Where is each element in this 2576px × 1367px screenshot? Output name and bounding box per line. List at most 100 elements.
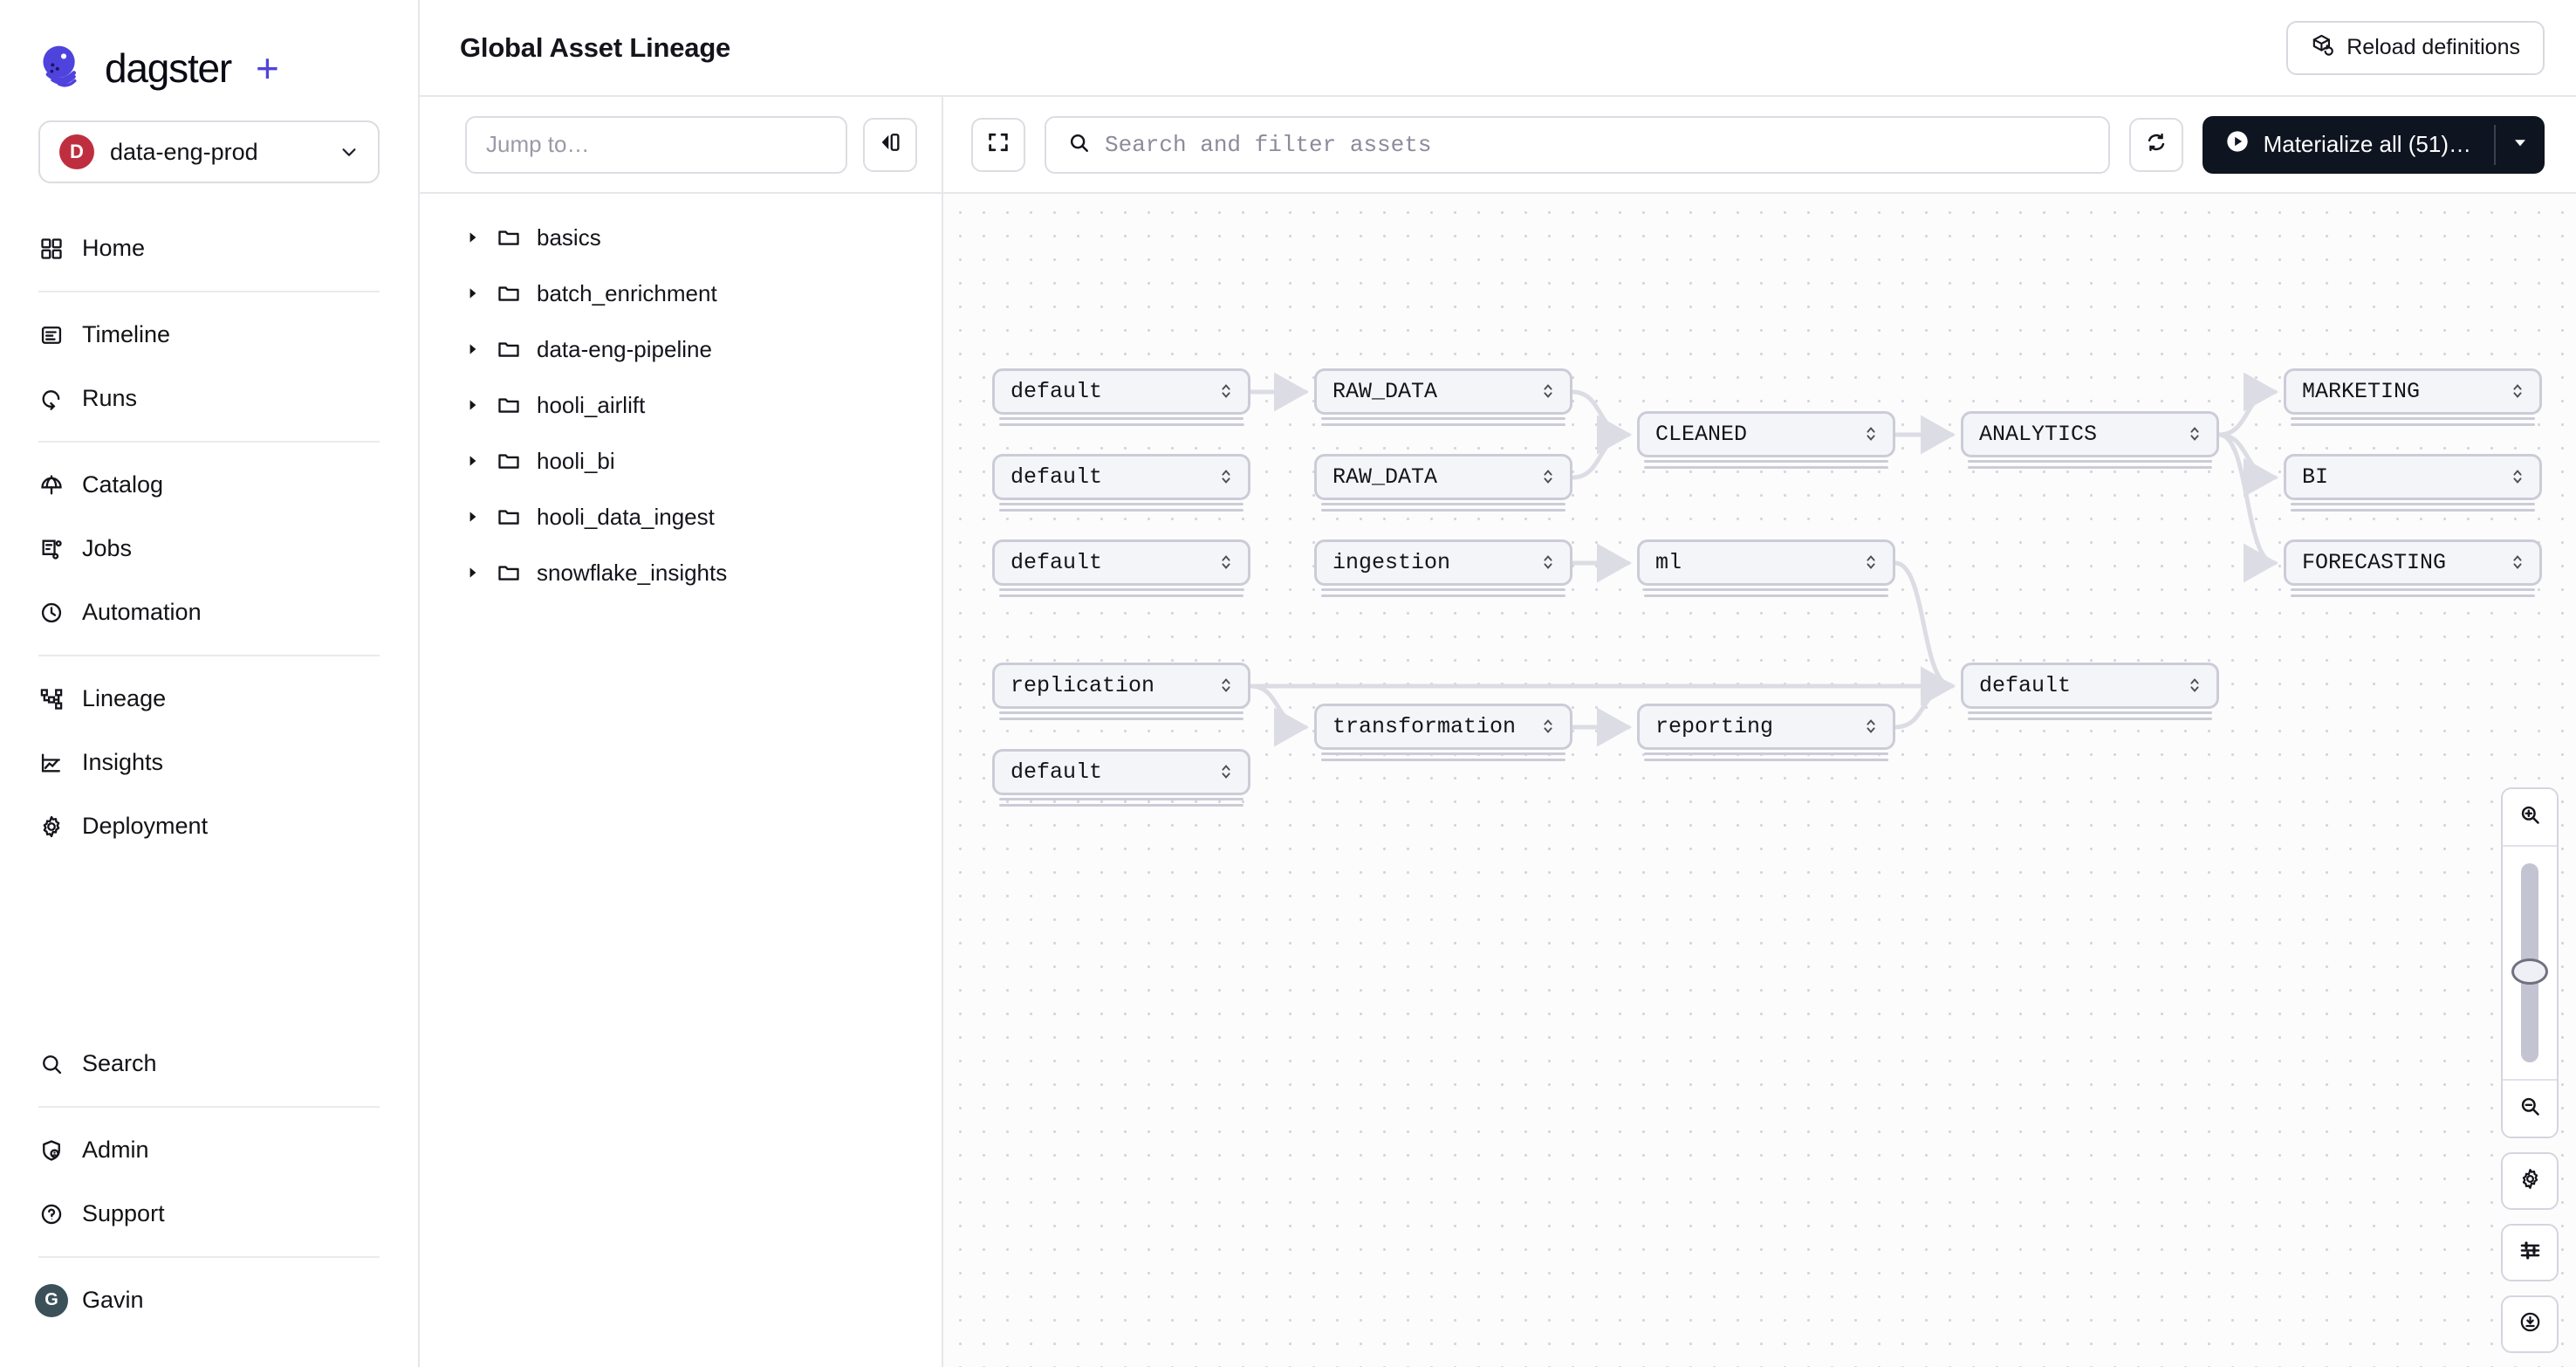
graph-node[interactable]: reporting xyxy=(1637,704,1895,750)
sort-updown-icon[interactable] xyxy=(1542,466,1556,489)
divider xyxy=(38,1106,380,1108)
zoom-controls xyxy=(2501,787,2559,1353)
tree-item-basics[interactable]: basics xyxy=(420,210,942,265)
sidebar-item-user[interactable]: G Gavin xyxy=(0,1268,418,1332)
sidebar-item-home[interactable]: Home xyxy=(0,216,418,280)
caret-right-icon[interactable] xyxy=(465,285,481,301)
caret-right-icon[interactable] xyxy=(465,453,481,469)
sidebar-item-search[interactable]: Search xyxy=(0,1032,418,1096)
sidebar-item-label: Timeline xyxy=(82,321,171,347)
sort-updown-icon[interactable] xyxy=(1220,381,1234,403)
zoom-out-button[interactable] xyxy=(2503,1081,2557,1137)
sidebar-item-label: Lineage xyxy=(82,685,167,711)
sort-updown-icon[interactable] xyxy=(1220,552,1234,574)
search-input[interactable] xyxy=(1105,131,2087,158)
graph-node[interactable]: replication xyxy=(992,663,1250,709)
tree-item-batch_enrichment[interactable]: batch_enrichment xyxy=(420,265,942,321)
sort-updown-icon[interactable] xyxy=(2511,466,2525,489)
sidebar-item-timeline[interactable]: Timeline xyxy=(0,303,418,367)
sort-updown-icon[interactable] xyxy=(2511,381,2525,403)
sort-updown-icon[interactable] xyxy=(1542,552,1556,574)
graph-node[interactable]: default xyxy=(992,749,1250,795)
materialize-all-button[interactable]: Materialize all (51)… xyxy=(2203,116,2494,174)
materialize-all-label: Materialize all (51)… xyxy=(2263,131,2471,157)
sort-updown-icon[interactable] xyxy=(1865,716,1879,738)
sidebar-item-lineage[interactable]: Lineage xyxy=(0,667,418,731)
graph-node[interactable]: default xyxy=(1961,663,2219,709)
gear-icon xyxy=(2518,1167,2542,1195)
sidebar-item-admin[interactable]: Admin xyxy=(0,1118,418,1182)
graph-node[interactable]: RAW_DATA xyxy=(1314,368,1572,415)
graph-node[interactable]: CLEANED xyxy=(1637,411,1895,457)
tree-item-hooli_airlift[interactable]: hooli_airlift xyxy=(420,377,942,433)
play-icon xyxy=(2225,129,2250,160)
tree-item-hooli_bi[interactable]: hooli_bi xyxy=(420,433,942,489)
sort-updown-icon[interactable] xyxy=(1865,423,1879,446)
zoom-slider-thumb[interactable] xyxy=(2511,958,2548,985)
fit-to-screen-button[interactable] xyxy=(971,117,1025,172)
graph-node[interactable]: FORECASTING xyxy=(2284,539,2542,586)
graph-node-stack-lines xyxy=(2291,417,2535,426)
jobs-icon xyxy=(38,536,65,562)
caret-right-icon[interactable] xyxy=(465,341,481,357)
sort-updown-icon[interactable] xyxy=(1220,675,1234,697)
graph-node[interactable]: default xyxy=(992,368,1250,415)
graph-node[interactable]: ml xyxy=(1637,539,1895,586)
caret-right-icon[interactable] xyxy=(465,565,481,580)
graph-node[interactable]: ANALYTICS xyxy=(1961,411,2219,457)
graph-node-label: transformation xyxy=(1333,714,1517,739)
reload-definitions-button[interactable]: Reload definitions xyxy=(2286,20,2545,75)
graph-node[interactable]: transformation xyxy=(1314,704,1572,750)
graph-node[interactable]: default xyxy=(992,539,1250,586)
zoom-in-button[interactable] xyxy=(2503,789,2557,845)
sort-updown-icon[interactable] xyxy=(1542,381,1556,403)
sort-updown-icon[interactable] xyxy=(2189,675,2203,697)
graph-filters-button[interactable] xyxy=(2501,1224,2559,1281)
graph-node[interactable]: BI xyxy=(2284,454,2542,500)
caret-right-icon[interactable] xyxy=(465,230,481,245)
sort-updown-icon[interactable] xyxy=(1220,466,1234,489)
avatar-initial: G xyxy=(35,1283,68,1317)
tree-item-data-eng-pipeline[interactable]: data-eng-pipeline xyxy=(420,321,942,377)
graph-node[interactable]: MARKETING xyxy=(2284,368,2542,415)
caret-right-icon[interactable] xyxy=(465,509,481,525)
graph-node-label: default xyxy=(1011,464,1103,490)
avatar: G xyxy=(35,1283,68,1317)
caret-right-icon[interactable] xyxy=(465,397,481,413)
asset-search-box[interactable] xyxy=(1045,115,2110,174)
insights-icon xyxy=(38,750,65,776)
download-graph-button[interactable] xyxy=(2501,1295,2559,1353)
zoom-slider[interactable] xyxy=(2503,847,2557,1079)
deployment-picker[interactable]: D data-eng-prod xyxy=(38,120,380,183)
graph-node-label: reporting xyxy=(1655,714,1774,739)
graph-node[interactable]: default xyxy=(992,454,1250,500)
sort-updown-icon[interactable] xyxy=(1865,552,1879,574)
sidebar-item-label: Deployment xyxy=(82,813,209,839)
chevron-down-icon xyxy=(339,142,359,161)
sidebar-item-catalog[interactable]: Catalog xyxy=(0,453,418,517)
sidebar-item-deployment[interactable]: Deployment xyxy=(0,794,418,858)
jump-to-input[interactable] xyxy=(465,115,847,174)
sort-updown-icon[interactable] xyxy=(1542,716,1556,738)
sort-updown-icon[interactable] xyxy=(1220,761,1234,784)
materialize-dropdown-button[interactable] xyxy=(2496,116,2545,174)
sidebar-item-automation[interactable]: Automation xyxy=(0,580,418,644)
refresh-button[interactable] xyxy=(2128,117,2183,172)
graph-settings-button[interactable] xyxy=(2501,1152,2559,1210)
materialize-all-button-group[interactable]: Materialize all (51)… xyxy=(2202,115,2545,174)
graph-node[interactable]: RAW_DATA xyxy=(1314,454,1572,500)
brand-logo[interactable]: dagster + xyxy=(0,0,418,98)
graph-node[interactable]: ingestion xyxy=(1314,539,1572,586)
sort-updown-icon[interactable] xyxy=(2189,423,2203,446)
sidebar-item-jobs[interactable]: Jobs xyxy=(0,517,418,580)
tree-item-hooli_data_ingest[interactable]: hooli_data_ingest xyxy=(420,489,942,545)
graph-node-stack-lines xyxy=(1644,752,1888,761)
sidebar-item-insights[interactable]: Insights xyxy=(0,731,418,794)
sidebar-item-support[interactable]: Support xyxy=(0,1182,418,1246)
collapse-panel-button[interactable] xyxy=(863,117,917,172)
tree-item-snowflake_insights[interactable]: snowflake_insights xyxy=(420,545,942,601)
sort-updown-icon[interactable] xyxy=(2511,552,2525,574)
sidebar-item-runs[interactable]: Runs xyxy=(0,367,418,430)
